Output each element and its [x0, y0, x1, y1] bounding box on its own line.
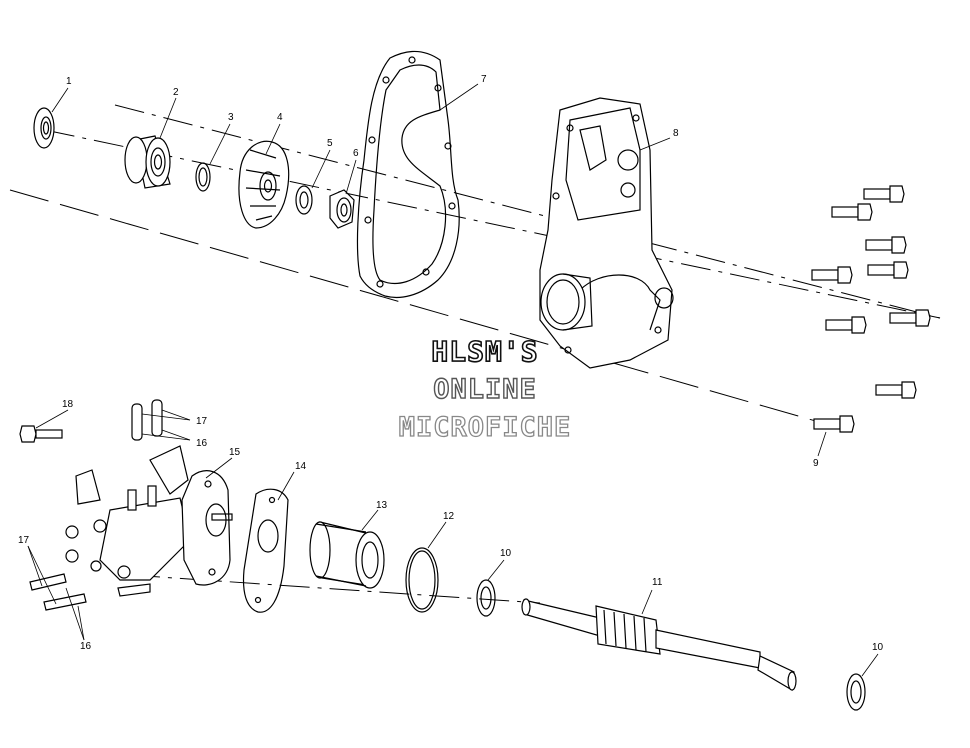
- callout-18: 18: [62, 399, 74, 410]
- callout-16-b: 16: [80, 641, 92, 652]
- callout-8: 8: [673, 128, 679, 139]
- callout-14: 14: [295, 461, 307, 472]
- part-16-17-pins: [29, 399, 163, 611]
- callout-7: 7: [481, 74, 487, 85]
- callout-10-a: 10: [500, 548, 512, 559]
- callout-5: 5: [327, 138, 333, 149]
- callout-16-a: 16: [196, 438, 208, 449]
- part-4-impeller: [238, 140, 290, 229]
- part-11-shaft: [521, 598, 797, 691]
- callout-13: 13: [376, 500, 388, 511]
- part-2-bearing: [124, 135, 171, 189]
- part-12-o-ring: [405, 547, 439, 613]
- part-7-gasket: [356, 50, 460, 299]
- watermark-line-2: ONLINE: [433, 373, 537, 405]
- callout-4: 4: [277, 112, 283, 123]
- part-10-washers: [476, 579, 866, 711]
- part-14-gasket: [242, 488, 289, 613]
- callout-6: 6: [353, 148, 359, 159]
- callout-17-a: 17: [196, 416, 208, 427]
- watermark-line-1: HLSM'S: [431, 334, 539, 369]
- part-15-pump-body: [65, 445, 233, 597]
- part-1-seal: [33, 107, 55, 149]
- part-8-cover: [539, 97, 674, 369]
- callout-labels: 1 2 3 4 5 6 7 8 9 10 10 11 12 13 14 15 1…: [18, 74, 884, 653]
- part-18-bolt: [19, 425, 63, 443]
- part-3-ring: [195, 162, 211, 192]
- callout-10-b: 10: [872, 642, 884, 653]
- part-6-nut: [329, 189, 355, 229]
- callout-12: 12: [443, 511, 455, 522]
- callout-2: 2: [173, 87, 179, 98]
- callout-15: 15: [229, 447, 241, 458]
- callout-3: 3: [228, 112, 234, 123]
- callout-1: 1: [66, 76, 72, 87]
- leader-lines: [27, 83, 879, 677]
- part-13-cup: [309, 521, 385, 589]
- callout-17-b: 17: [18, 535, 30, 546]
- watermark-line-3: MICROFICHE: [398, 411, 572, 443]
- part-9-bolts: [811, 185, 931, 433]
- part-5-washer: [295, 185, 313, 215]
- callout-9: 9: [813, 458, 819, 469]
- callout-11: 11: [652, 577, 663, 588]
